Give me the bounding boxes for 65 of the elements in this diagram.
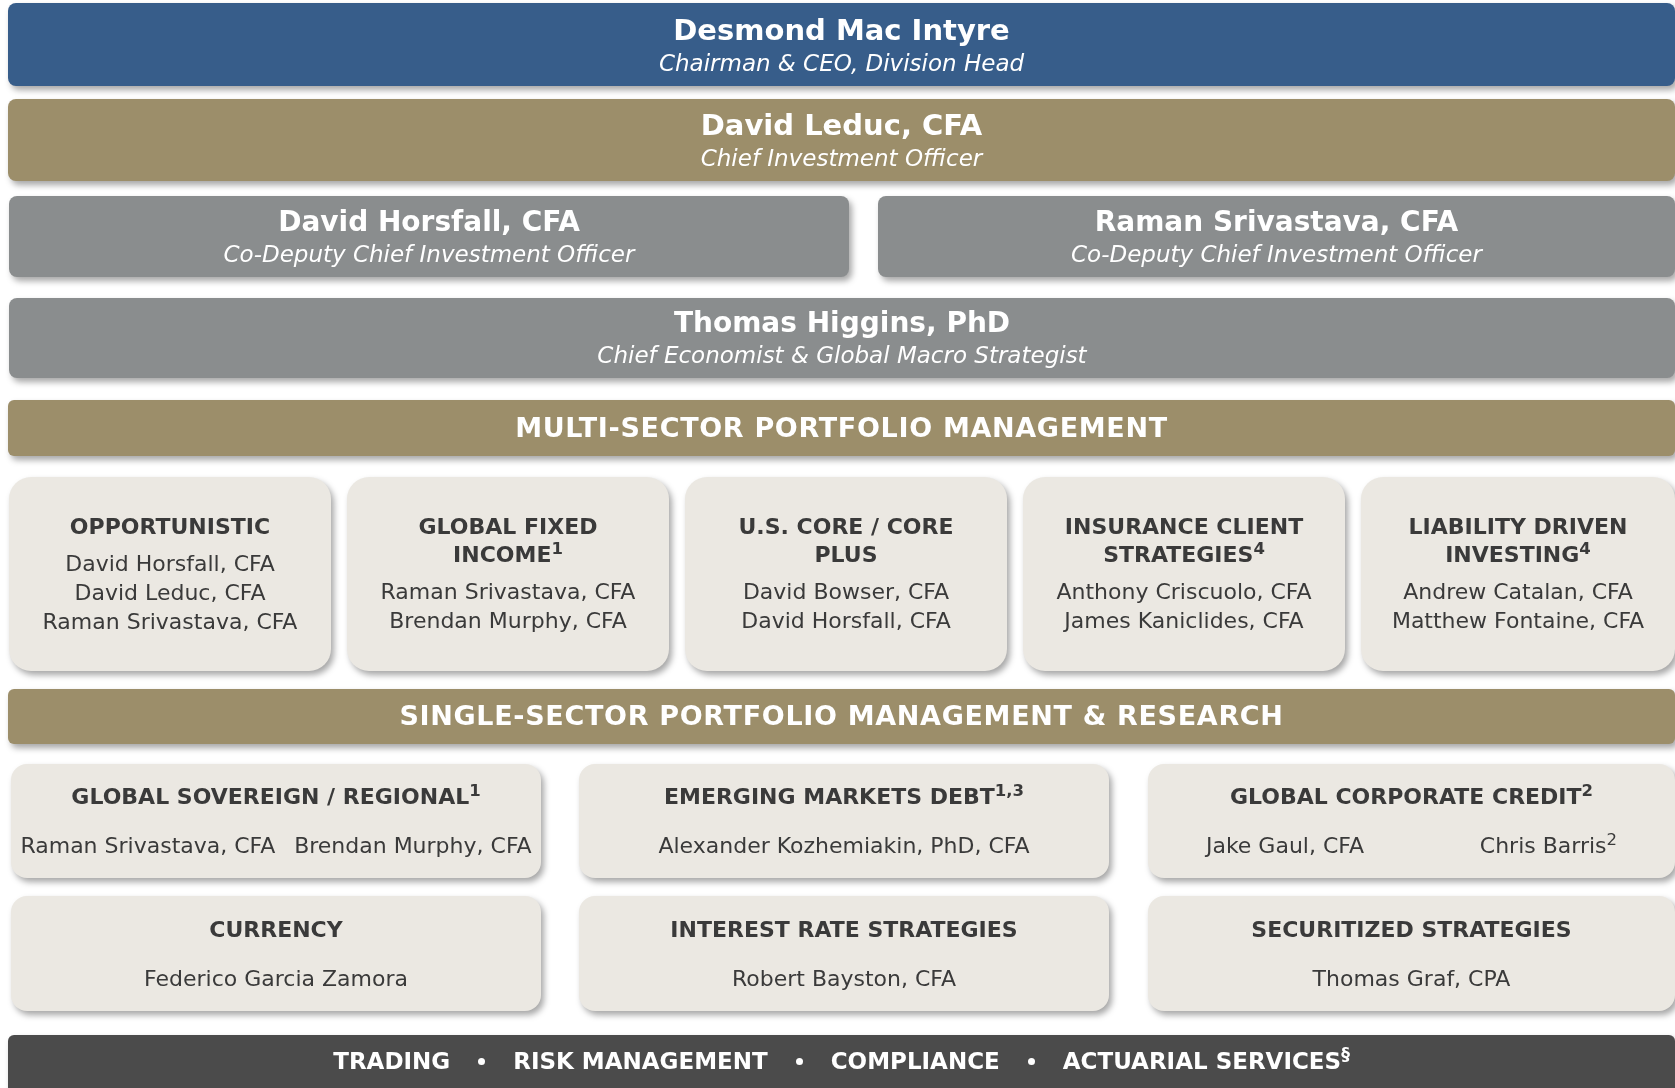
- support-function: TRADING: [333, 1046, 451, 1076]
- team-card: [579, 896, 1109, 1011]
- job-title: Chief Economist & Global Macro Strategist: [597, 341, 1087, 370]
- team-member: Jake Gaul, CFA: [1205, 832, 1364, 860]
- team-member: Anthony Criscuolo, CFA: [1056, 578, 1312, 606]
- team-member: Raman Srivastava, CFA: [380, 578, 636, 606]
- team-card: [9, 477, 331, 671]
- team-member: Brendan Murphy, CFA: [389, 607, 627, 635]
- team-heading: CURRENCY: [209, 915, 343, 944]
- section-banner: [8, 400, 1675, 456]
- team-heading: U.S. CORE / CORE PLUS: [737, 513, 955, 569]
- person-name: Desmond Mac Intyre: [673, 11, 1010, 48]
- job-title: Chairman & CEO, Division Head: [658, 48, 1025, 78]
- team-member: David Horsfall, CFA: [65, 549, 275, 578]
- title-banner: [9, 298, 1675, 378]
- person-name: David Horsfall, CFA: [278, 204, 580, 239]
- team-card: [685, 477, 1007, 671]
- team-heading: OPPORTUNISTIC: [68, 512, 272, 541]
- team-member: Raman Srivastava, CFA: [42, 607, 298, 636]
- team-member: Thomas Graf, CPA: [1312, 964, 1511, 993]
- team-member: Raman Srivastava, CFA: [20, 832, 276, 860]
- team-member: Robert Bayston, CFA: [731, 964, 956, 993]
- header-banner: [8, 3, 1675, 86]
- team-card: [579, 764, 1109, 878]
- support-function: ACTUARIAL SERVICES$^{§}$: [1062, 1043, 1350, 1076]
- person-name: Raman Srivastava, CFA: [1094, 204, 1459, 239]
- support-function: COMPLIANCE: [830, 1046, 1000, 1076]
- team-heading: EMERGING MARKETS DEBT$^{1,3}$: [664, 780, 1024, 811]
- support-function: RISK MANAGEMENT: [513, 1046, 768, 1076]
- team-card: [11, 764, 541, 878]
- job-title: Chief Investment Officer: [700, 144, 983, 173]
- team-card: [1361, 477, 1675, 671]
- team-heading: LIABILITY DRIVEN INVESTING$^{4}$: [1407, 513, 1629, 569]
- title-banner: [8, 99, 1675, 181]
- team-heading: GLOBAL SOVEREIGN / REGIONAL$^{1}$: [71, 780, 481, 811]
- team-member: Matthew Fontaine, CFA: [1391, 607, 1645, 635]
- team-card: [1148, 896, 1675, 1011]
- person-name: Thomas Higgins, PhD: [673, 306, 1011, 340]
- team-member: Alexander Kozhemiakin, PhD, CFA: [658, 832, 1030, 860]
- team-member: David Bowser, CFA: [742, 578, 950, 606]
- team-card: [1148, 764, 1675, 878]
- footer-bar: [8, 1035, 1675, 1088]
- title-banner: [9, 196, 849, 277]
- section-banner: [8, 689, 1675, 744]
- team-heading: GLOBAL FIXED INCOME$^{1}$: [417, 513, 599, 569]
- team-member: Brendan Murphy, CFA: [294, 832, 532, 860]
- team-member: Federico Garcia Zamora: [144, 964, 408, 993]
- section-heading: MULTI-SECTOR PORTFOLIO MANAGEMENT: [515, 410, 1168, 445]
- team-heading: GLOBAL CORPORATE CREDIT$^{2}$: [1229, 780, 1594, 811]
- team-heading: SECURITIZED STRATEGIES: [1251, 915, 1572, 944]
- team-member: Andrew Catalan, CFA: [1403, 578, 1633, 606]
- team-member: David Horsfall, CFA: [741, 607, 951, 635]
- job-title: Co-Deputy Chief Investment Officer: [1071, 239, 1482, 269]
- team-member: David Leduc, CFA: [74, 578, 266, 607]
- team-card: [11, 896, 541, 1011]
- team-card: [347, 477, 669, 671]
- team-heading: INTEREST RATE STRATEGIES: [670, 915, 1018, 944]
- team-member: James Kaniclides, CFA: [1064, 607, 1304, 635]
- job-title: Co-Deputy Chief Investment Officer: [223, 239, 635, 269]
- person-name: David Leduc, CFA: [700, 107, 983, 143]
- team-heading: INSURANCE CLIENT STRATEGIES$^{4}$: [1063, 513, 1305, 569]
- title-banner: [878, 196, 1675, 277]
- team-member: Chris Barris$^{2}$: [1479, 829, 1618, 860]
- team-card: [1023, 477, 1345, 671]
- section-heading: SINGLE-SECTOR PORTFOLIO MANAGEMENT & RESEARCH: [399, 699, 1284, 734]
